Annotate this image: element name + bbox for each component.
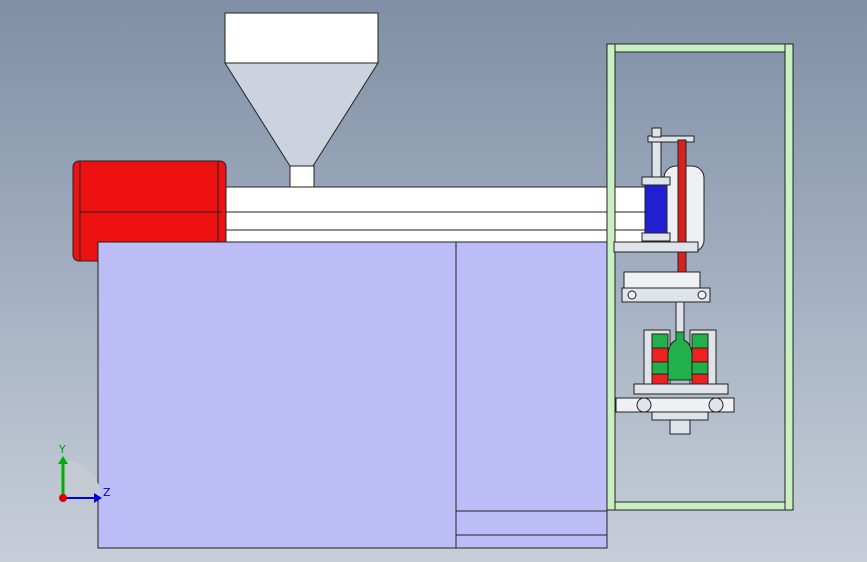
mold-assembly[interactable] <box>615 329 735 435</box>
clamp-bolt <box>697 290 707 300</box>
clamp-block <box>621 287 711 303</box>
top-cap <box>651 127 662 138</box>
hopper-cone <box>224 62 379 167</box>
support-plate <box>651 411 709 421</box>
frame-top <box>606 43 794 53</box>
mold-right-green <box>691 333 709 349</box>
guide-post <box>651 141 662 181</box>
axis-triad: Y Z <box>58 443 111 503</box>
triad-background <box>63 460 101 498</box>
frame[interactable] <box>606 43 794 511</box>
base-left-panel <box>97 241 457 549</box>
mold-left-red <box>651 347 669 363</box>
clamp-bolt <box>627 290 637 300</box>
z-axis-arrow <box>94 493 102 503</box>
mold-left-green <box>651 361 669 375</box>
frame-bottom <box>606 501 794 511</box>
y-axis-arrow <box>58 456 68 464</box>
mold-right-green <box>691 361 709 375</box>
base-right-panel <box>455 241 608 549</box>
mold-base <box>633 383 729 395</box>
motor[interactable] <box>72 160 227 262</box>
hopper-throat <box>289 165 315 189</box>
frame-right <box>784 43 794 511</box>
red-rod <box>677 139 687 277</box>
mold-left-red <box>651 373 669 385</box>
mold-left-green <box>651 333 669 349</box>
y-axis-label: Y <box>58 443 66 456</box>
barrel[interactable] <box>221 186 649 244</box>
guide-assembly[interactable] <box>613 127 711 333</box>
barrel-body <box>221 186 649 244</box>
rail-wheel <box>708 397 724 413</box>
top-bracket <box>647 135 695 143</box>
rail-wheel <box>636 397 652 413</box>
z-axis-label: Z <box>103 486 111 499</box>
hopper-top <box>224 12 379 64</box>
frame-left <box>606 43 616 511</box>
mold-right-red <box>691 347 709 363</box>
nozzle-block <box>623 271 701 289</box>
bottle <box>667 331 693 381</box>
lower-cylinder <box>669 419 691 435</box>
x-axis-dot <box>59 494 67 502</box>
blow-pin <box>675 301 685 333</box>
cylinder-top-cap <box>641 176 671 186</box>
cross-arm <box>613 241 699 253</box>
hopper[interactable] <box>224 12 379 189</box>
blue-cylinder <box>644 184 668 234</box>
cylinder-bottom-cap <box>641 232 671 242</box>
base-cabinet[interactable] <box>97 241 608 549</box>
mold-right-red <box>691 373 709 385</box>
